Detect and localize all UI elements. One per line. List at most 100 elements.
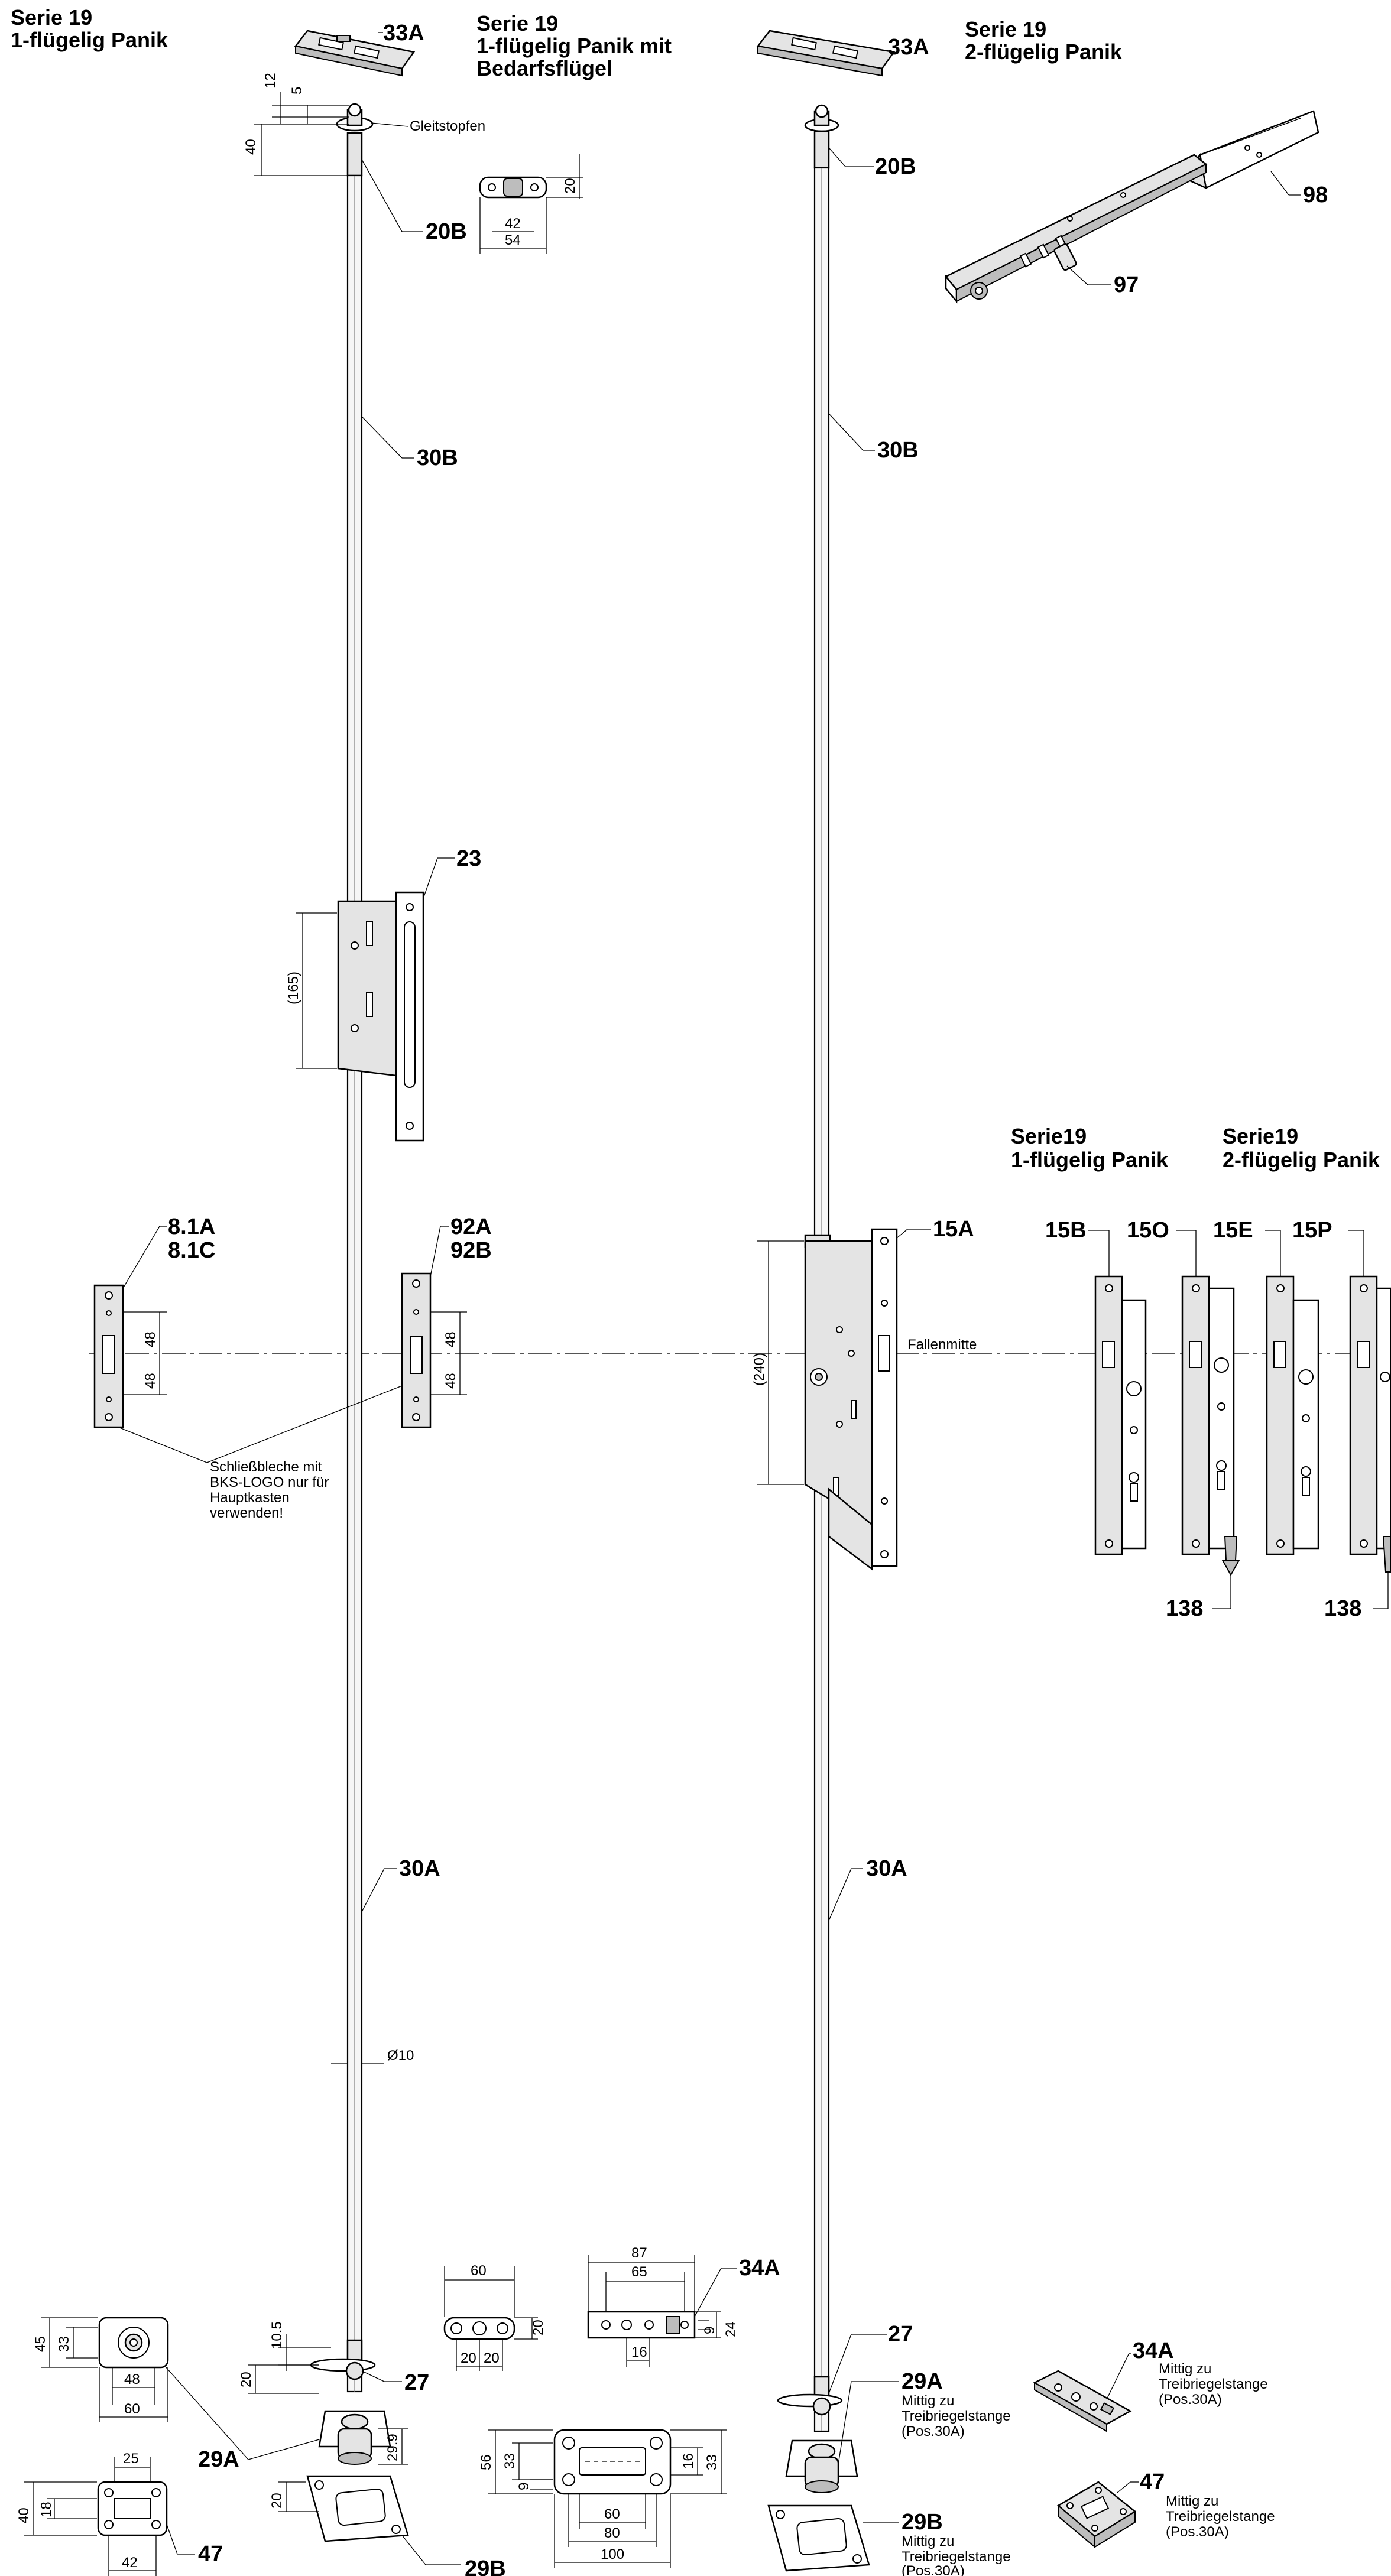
label-92a: 92A [450,1214,492,1239]
note-text: (Pos.30A) [902,2424,965,2439]
label-29a: 29A [902,2369,943,2394]
dim-48: 48 [443,1373,459,1389]
label-34a: 34A [1133,2338,1174,2363]
dim-18: 18 [38,2502,54,2517]
fallenmitte-label: Fallenmitte [907,1337,977,1353]
dim-20: 20 [484,2350,500,2366]
label-8-1a: 8.1A [168,1214,215,1239]
label-15o: 15O [1127,1218,1169,1243]
dim-60: 60 [124,2401,140,2417]
label-33a: 33A [383,21,424,46]
dim-29-9: 29.9 [385,2434,401,2461]
label-97: 97 [1114,272,1139,297]
part-47-receiver-square: 45 33 48 60 [33,2317,169,2422]
part-29a-floor-socket-2 [785,2439,858,2493]
lock-body-15e [1266,1275,1319,1555]
dim-42: 42 [505,216,521,232]
label-23: 23 [456,846,481,871]
note-text: (Pos.30A) [1166,2524,1229,2540]
label-20b: 20B [875,154,916,179]
lock-body-15p [1349,1275,1391,1573]
note-text: Treibriegelstange [1166,2509,1275,2525]
label-29a: 29A [198,2447,239,2472]
dims-20b: 12 5 40 [243,73,349,176]
note-mittig-29b: Mittig zu Treibriegelstange (Pos.30A) [902,2533,1011,2576]
label-34a: 34A [739,2256,780,2281]
label-47: 47 [198,2542,223,2567]
dim-12: 12 [262,73,278,89]
part-29a-floor-socket: 29.9 [318,2410,408,2465]
label-29b: 29B [465,2556,506,2576]
label-30a: 30A [866,1856,907,1881]
dim-20: 20 [269,2493,285,2509]
note-text: Mittig zu [1159,2361,1211,2377]
header-text: 1-flügelig Panik mit [476,34,672,58]
part-97-panic-bar [945,154,1208,304]
dim-20: 20 [238,2372,254,2387]
header-text: 1-flügelig Panik [1011,1148,1169,1172]
part-34a-isometric [1033,2370,1132,2432]
label-47: 47 [1140,2470,1165,2494]
dim-100: 100 [601,2546,624,2562]
dim-56: 56 [478,2454,494,2470]
header-lock-1-fluegelig: Serie19 1-flügelig Panik [1011,1124,1169,1172]
part-34a-flat-view: 87 65 24 9 16 [587,2245,739,2367]
dim-20: 20 [461,2350,476,2366]
dim-9: 9 [516,2483,532,2490]
part-20b-top-view: 20 42 54 [479,154,583,254]
dim-87: 87 [631,2245,647,2261]
note-schliessbleche: Schließbleche mit BKS-LOGO nur für Haupt… [210,1459,329,1521]
header-lock-2-fluegelig: Serie19 2-flügelig Panik [1223,1124,1380,1172]
part-27-top-view: 60 20 20 20 [443,2263,546,2371]
dim-40: 40 [243,139,259,155]
dim-20: 20 [530,2320,546,2335]
part-27-bottom-guide-2 [777,2376,843,2416]
part-33a-top-striker [294,30,416,77]
header-text: Serie 19 [965,17,1046,41]
label-30a: 30A [399,1856,440,1881]
dim-33: 33 [704,2454,720,2470]
dim-33: 33 [56,2336,72,2352]
header-text: Serie19 [1011,1124,1087,1148]
label-29b: 29B [902,2510,943,2535]
dim-48: 48 [443,1331,459,1347]
note-text: Mittig zu [902,2533,954,2549]
part-92a-striker-plate: 48 48 [401,1272,467,1428]
label-20b: 20B [426,219,467,244]
dim-48: 48 [142,1373,158,1389]
label-30b: 30B [877,438,919,463]
note-text: Treibriegelstange [902,2549,1011,2565]
part-8-1a-striker-plate: 48 48 [93,1284,167,1428]
part-23-intermediate-lock: (165) [286,891,424,1142]
note-mittig-29a: Mittig zu Treibriegelstange (Pos.30A) [902,2393,1011,2439]
part-29b-floor-plate: 20 [269,2475,409,2542]
label-27: 27 [888,2322,913,2347]
header-serie19-1-fluegelig: Serie 19 1-flügelig Panik [11,5,168,52]
note-text: Mittig zu [1166,2493,1218,2509]
part-15a-main-lock: (240) [751,1228,898,1571]
note-text: Hauptkasten [210,1490,290,1506]
note-text: Schließbleche mit [210,1459,322,1475]
dim-54: 54 [505,232,521,248]
header-text: 2-flügelig Panik [965,40,1123,64]
dim-80: 80 [604,2525,620,2541]
note-text: Treibriegelstange [1159,2376,1268,2392]
dim-48: 48 [124,2372,140,2387]
header-text: Bedarfsflügel [476,56,612,80]
part-20b-top-guide-2 [804,104,839,169]
dim-9: 9 [702,2327,718,2334]
part-20b-top-guide [336,103,374,177]
header-text: Serie19 [1223,1124,1298,1148]
dim-45: 45 [33,2336,48,2352]
dim-42: 42 [122,2555,138,2571]
label-8-1c: 8.1C [168,1238,215,1263]
lock-body-15o [1181,1275,1240,1577]
part-47-receiver-rect: 25 40 18 42 [16,2451,168,2576]
dim-16: 16 [680,2453,696,2469]
header-serie19-2-fluegelig: Serie 19 2-flügelig Panik [965,17,1123,64]
note-text: Mittig zu [902,2393,954,2409]
dim-60: 60 [471,2263,487,2279]
note-text: (Pos.30A) [1159,2392,1222,2408]
dim-24: 24 [723,2321,739,2337]
